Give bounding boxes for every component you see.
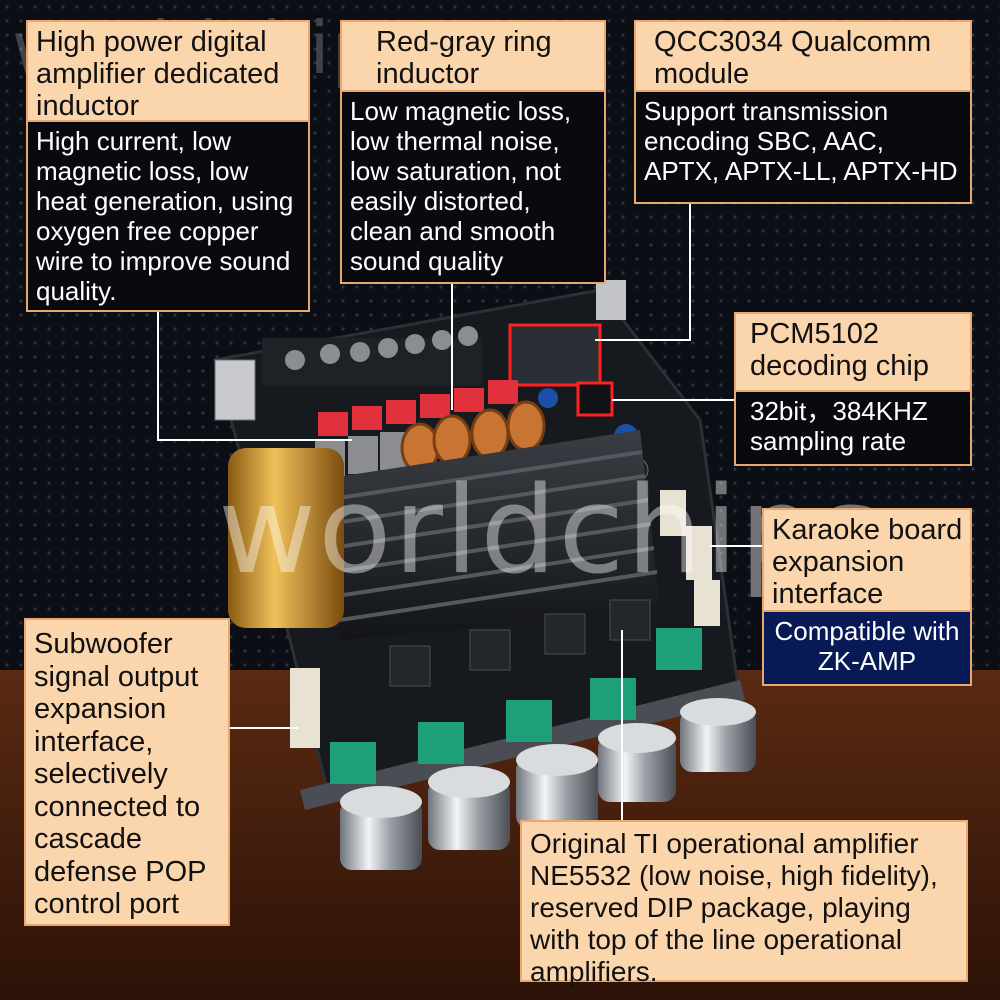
label-ring-inductor: Red-gray ring inductor Low magnetic loss…: [340, 20, 606, 284]
label-body: Low magnetic loss, low thermal noise, lo…: [340, 92, 606, 284]
label-title: PCM5102 decoding chip: [734, 312, 972, 392]
label-body: Compatible with ZK-AMP: [762, 612, 972, 686]
red-resistors: [318, 380, 518, 436]
label-dedicated-inductor: High power digital amplifier dedicated i…: [26, 20, 310, 312]
label-pcm-chip: PCM5102 decoding chip 32bit，384KHZ sampl…: [734, 312, 972, 466]
label-title: High power digital amplifier dedicated i…: [26, 20, 310, 122]
label-qcc-module: QCC3034 Qualcomm module Support transmis…: [634, 20, 972, 204]
label-body: Support transmission encoding SBC, AAC, …: [634, 92, 972, 204]
leader-lines: [157, 204, 762, 820]
potentiometers: [330, 628, 702, 784]
label-op-amp: Original TI operational amplifier NE5532…: [520, 820, 968, 987]
label-karaoke-interface: Karaoke board expansion interface Compat…: [762, 508, 972, 686]
speaker-terminals: [262, 326, 482, 386]
label-title: Karaoke board expansion interface: [762, 508, 972, 612]
label-title: QCC3034 Qualcomm module: [634, 20, 972, 92]
label-title: Red-gray ring inductor: [340, 20, 606, 92]
label-subwoofer-output: Subwoofer signal output expansion interf…: [24, 618, 230, 926]
copper-inductors: [400, 400, 546, 474]
label-text: Original TI operational amplifier NE5532…: [520, 820, 968, 987]
label-text: Subwoofer signal output expansion interf…: [24, 618, 230, 926]
label-body: 32bit，384KHZ sampling rate: [734, 392, 972, 466]
volume-knobs: [340, 698, 756, 870]
gold-capacitor: [228, 448, 344, 628]
heatsink: [318, 430, 660, 640]
label-body: High current, low magnetic loss, low hea…: [26, 122, 310, 312]
